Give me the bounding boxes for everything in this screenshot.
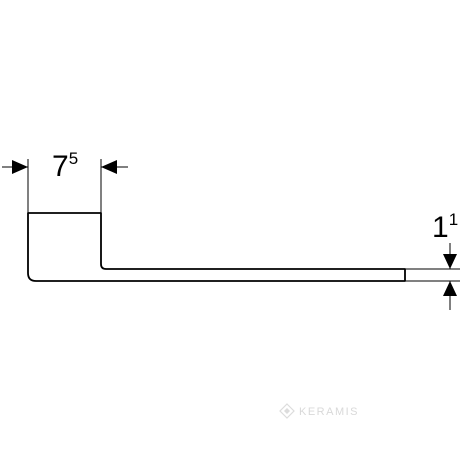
width-value-superscript: 5 [69, 149, 78, 168]
width-value-main: 7 [52, 150, 69, 183]
thickness-value-superscript: 1 [449, 210, 458, 229]
towel-bar-profile [27, 212, 406, 282]
thickness-arrow-bottom [443, 281, 457, 296]
width-label: 75 [52, 149, 78, 183]
width-dimension: 75 [2, 149, 128, 213]
watermark-text: KERAMIS [299, 406, 359, 418]
thickness-label: 11 [432, 210, 458, 244]
thickness-arrow-top [443, 254, 457, 269]
watermark: KERAMIS [279, 403, 359, 419]
width-arrow-right [101, 160, 117, 174]
watermark-logo-icon [279, 403, 295, 419]
thickness-dimension: 11 [405, 210, 460, 310]
width-arrow-left [12, 160, 28, 174]
thickness-value-main: 1 [432, 211, 449, 244]
